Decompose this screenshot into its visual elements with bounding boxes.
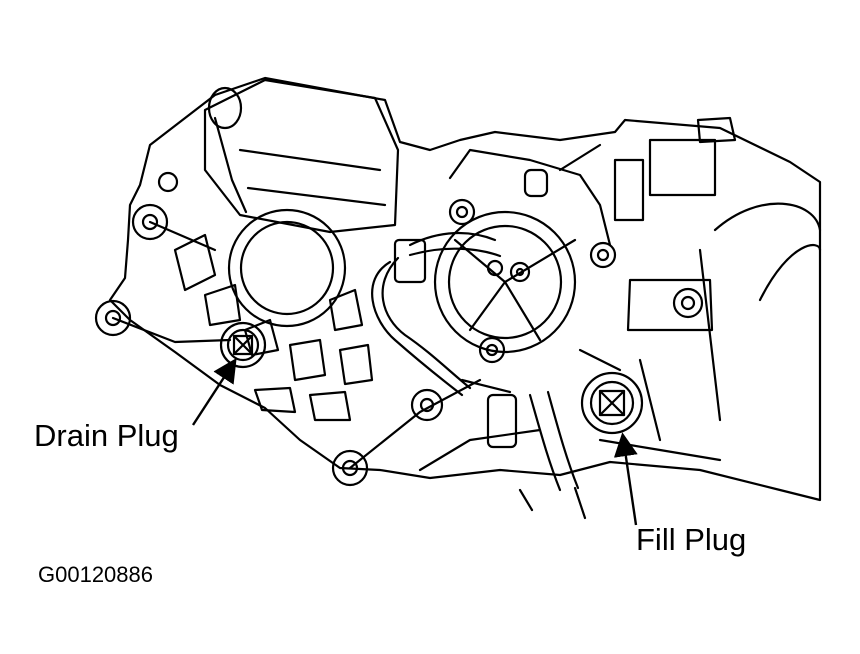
- drain-plug: [219, 321, 267, 369]
- figure-id: G00120886: [38, 562, 153, 587]
- fill-plug-leader-arrow: [613, 432, 638, 526]
- mount-ear-left-top: [131, 203, 169, 241]
- drain-plug-leader-arrow: [191, 357, 237, 426]
- fill-plug-label: Fill Plug: [636, 522, 747, 557]
- fill-plug: [580, 371, 644, 435]
- wire-harness: [371, 260, 464, 397]
- mount-ear-bottom: [331, 449, 369, 487]
- sensor-ring: [433, 210, 577, 354]
- mount-ear-left-bottom: [94, 299, 132, 337]
- motor-body: [203, 78, 400, 234]
- drain-plug-label: Drain Plug: [34, 418, 179, 453]
- bore-opening: [239, 220, 335, 316]
- housing-outline: [108, 76, 822, 502]
